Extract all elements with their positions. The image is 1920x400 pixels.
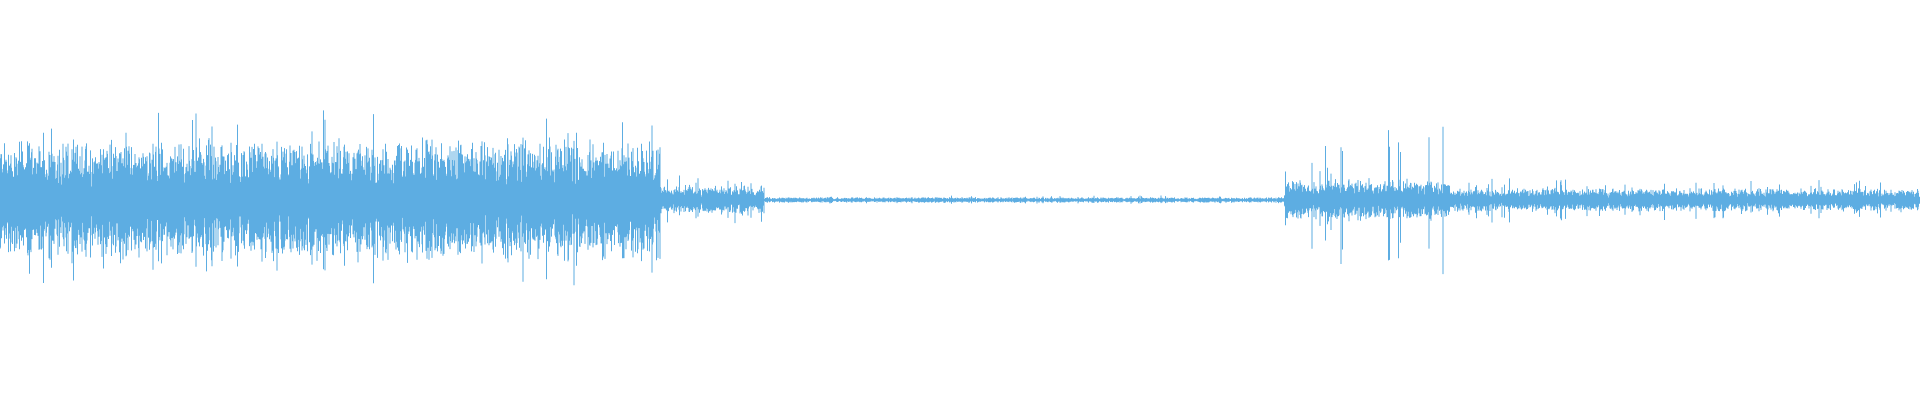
waveform [0, 110, 1920, 286]
